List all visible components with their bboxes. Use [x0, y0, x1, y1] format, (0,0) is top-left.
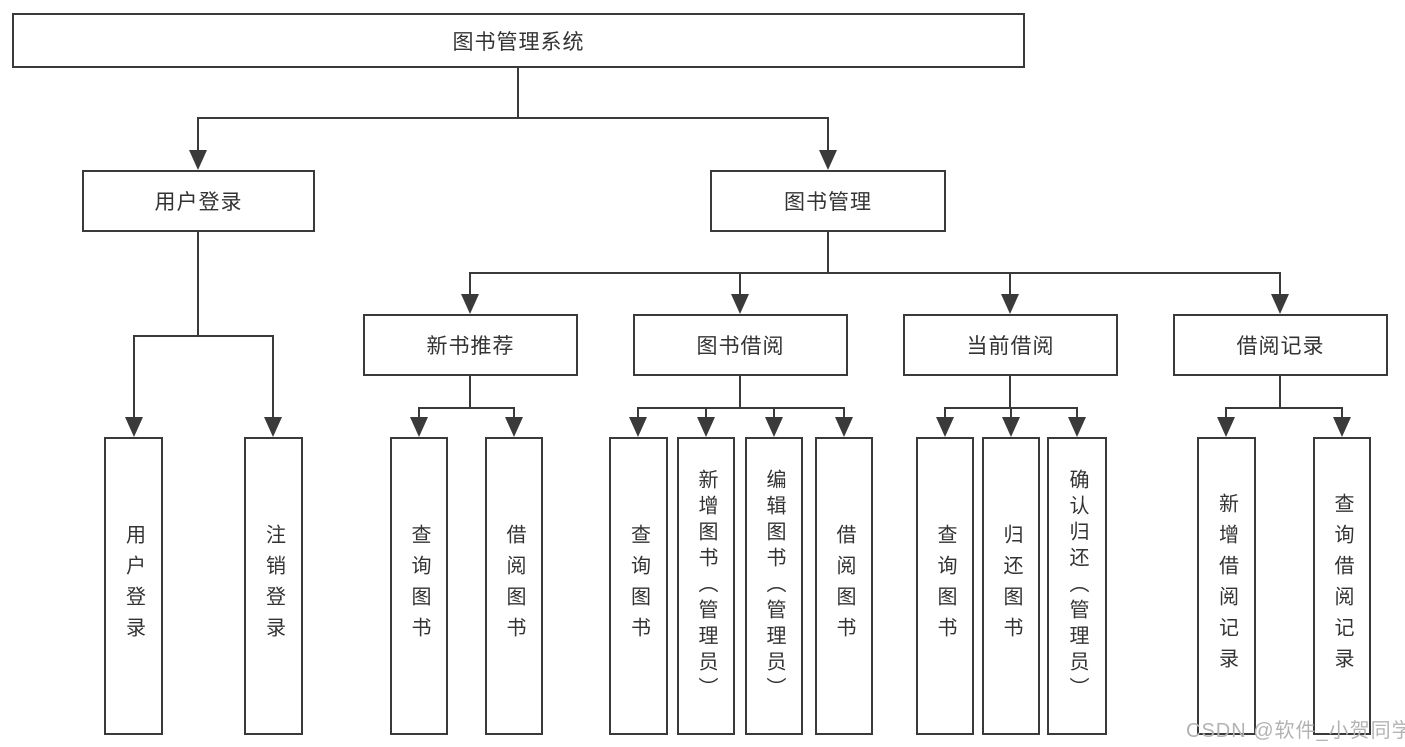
leaf-logout: 注销登录 [244, 437, 303, 735]
leaf-confirm-return-admin: 确认归还（管理员） [1047, 437, 1107, 735]
leaf-query-books-borrow: 查询图书 [609, 437, 668, 735]
arrowhead-icon [461, 294, 479, 314]
node-borrow-records: 借阅记录 [1173, 314, 1388, 376]
arrowhead-icon [1068, 417, 1086, 437]
arrowhead-icon [1271, 294, 1289, 314]
arrowhead-icon [1002, 417, 1020, 437]
connector-book-borrow-to-leaves [637, 376, 845, 417]
arrowhead-icon [505, 417, 523, 437]
watermark: CSDN @软件_小贺同学 [1186, 720, 1405, 742]
node-current-borrow: 当前借阅 [903, 314, 1118, 376]
leaf-query-borrow-record: 查询借阅记录 [1313, 437, 1371, 735]
node-book-borrow: 图书借阅 [633, 314, 848, 376]
node-book-management: 图书管理 [710, 170, 946, 232]
leaf-user-login: 用户登录 [104, 437, 163, 735]
arrowhead-icon [264, 417, 282, 437]
leaf-edit-book-admin: 编辑图书（管理员） [745, 437, 803, 735]
arrowhead-icon [697, 417, 715, 437]
arrowhead-icon [629, 417, 647, 437]
node-user-login: 用户登录 [82, 170, 315, 232]
connector-book-management-to-level3 [469, 232, 1281, 294]
connector-root-to-level2 [197, 68, 829, 150]
leaf-query-books-recommend: 查询图书 [390, 437, 448, 735]
leaf-return-book: 归还图书 [982, 437, 1040, 735]
arrowhead-icon [1217, 417, 1235, 437]
connector-current-borrow-to-leaves [944, 376, 1078, 417]
arrowhead-icon [410, 417, 428, 437]
arrowhead-icon [1001, 294, 1019, 314]
arrowhead-icon [125, 417, 143, 437]
arrowhead-icon [819, 150, 837, 170]
arrowhead-icon [731, 294, 749, 314]
connector-new-book-recommend-to-leaves [418, 376, 515, 417]
arrowhead-icon [1333, 417, 1351, 437]
connector-borrow-records-to-leaves [1225, 376, 1343, 417]
connector-user-login-to-leaves [133, 232, 274, 417]
leaf-add-book-admin: 新增图书（管理员） [677, 437, 735, 735]
arrowhead-icon [189, 150, 207, 170]
node-new-book-recommend: 新书推荐 [363, 314, 578, 376]
arrowhead-icon [765, 417, 783, 437]
node-library-management-system: 图书管理系统 [12, 13, 1025, 68]
leaf-borrow-books: 借阅图书 [815, 437, 873, 735]
leaf-borrow-books-recommend: 借阅图书 [485, 437, 543, 735]
arrowhead-icon [936, 417, 954, 437]
leaf-add-borrow-record: 新增借阅记录 [1197, 437, 1256, 735]
arrowhead-icon [835, 417, 853, 437]
leaf-query-books-current: 查询图书 [916, 437, 974, 735]
